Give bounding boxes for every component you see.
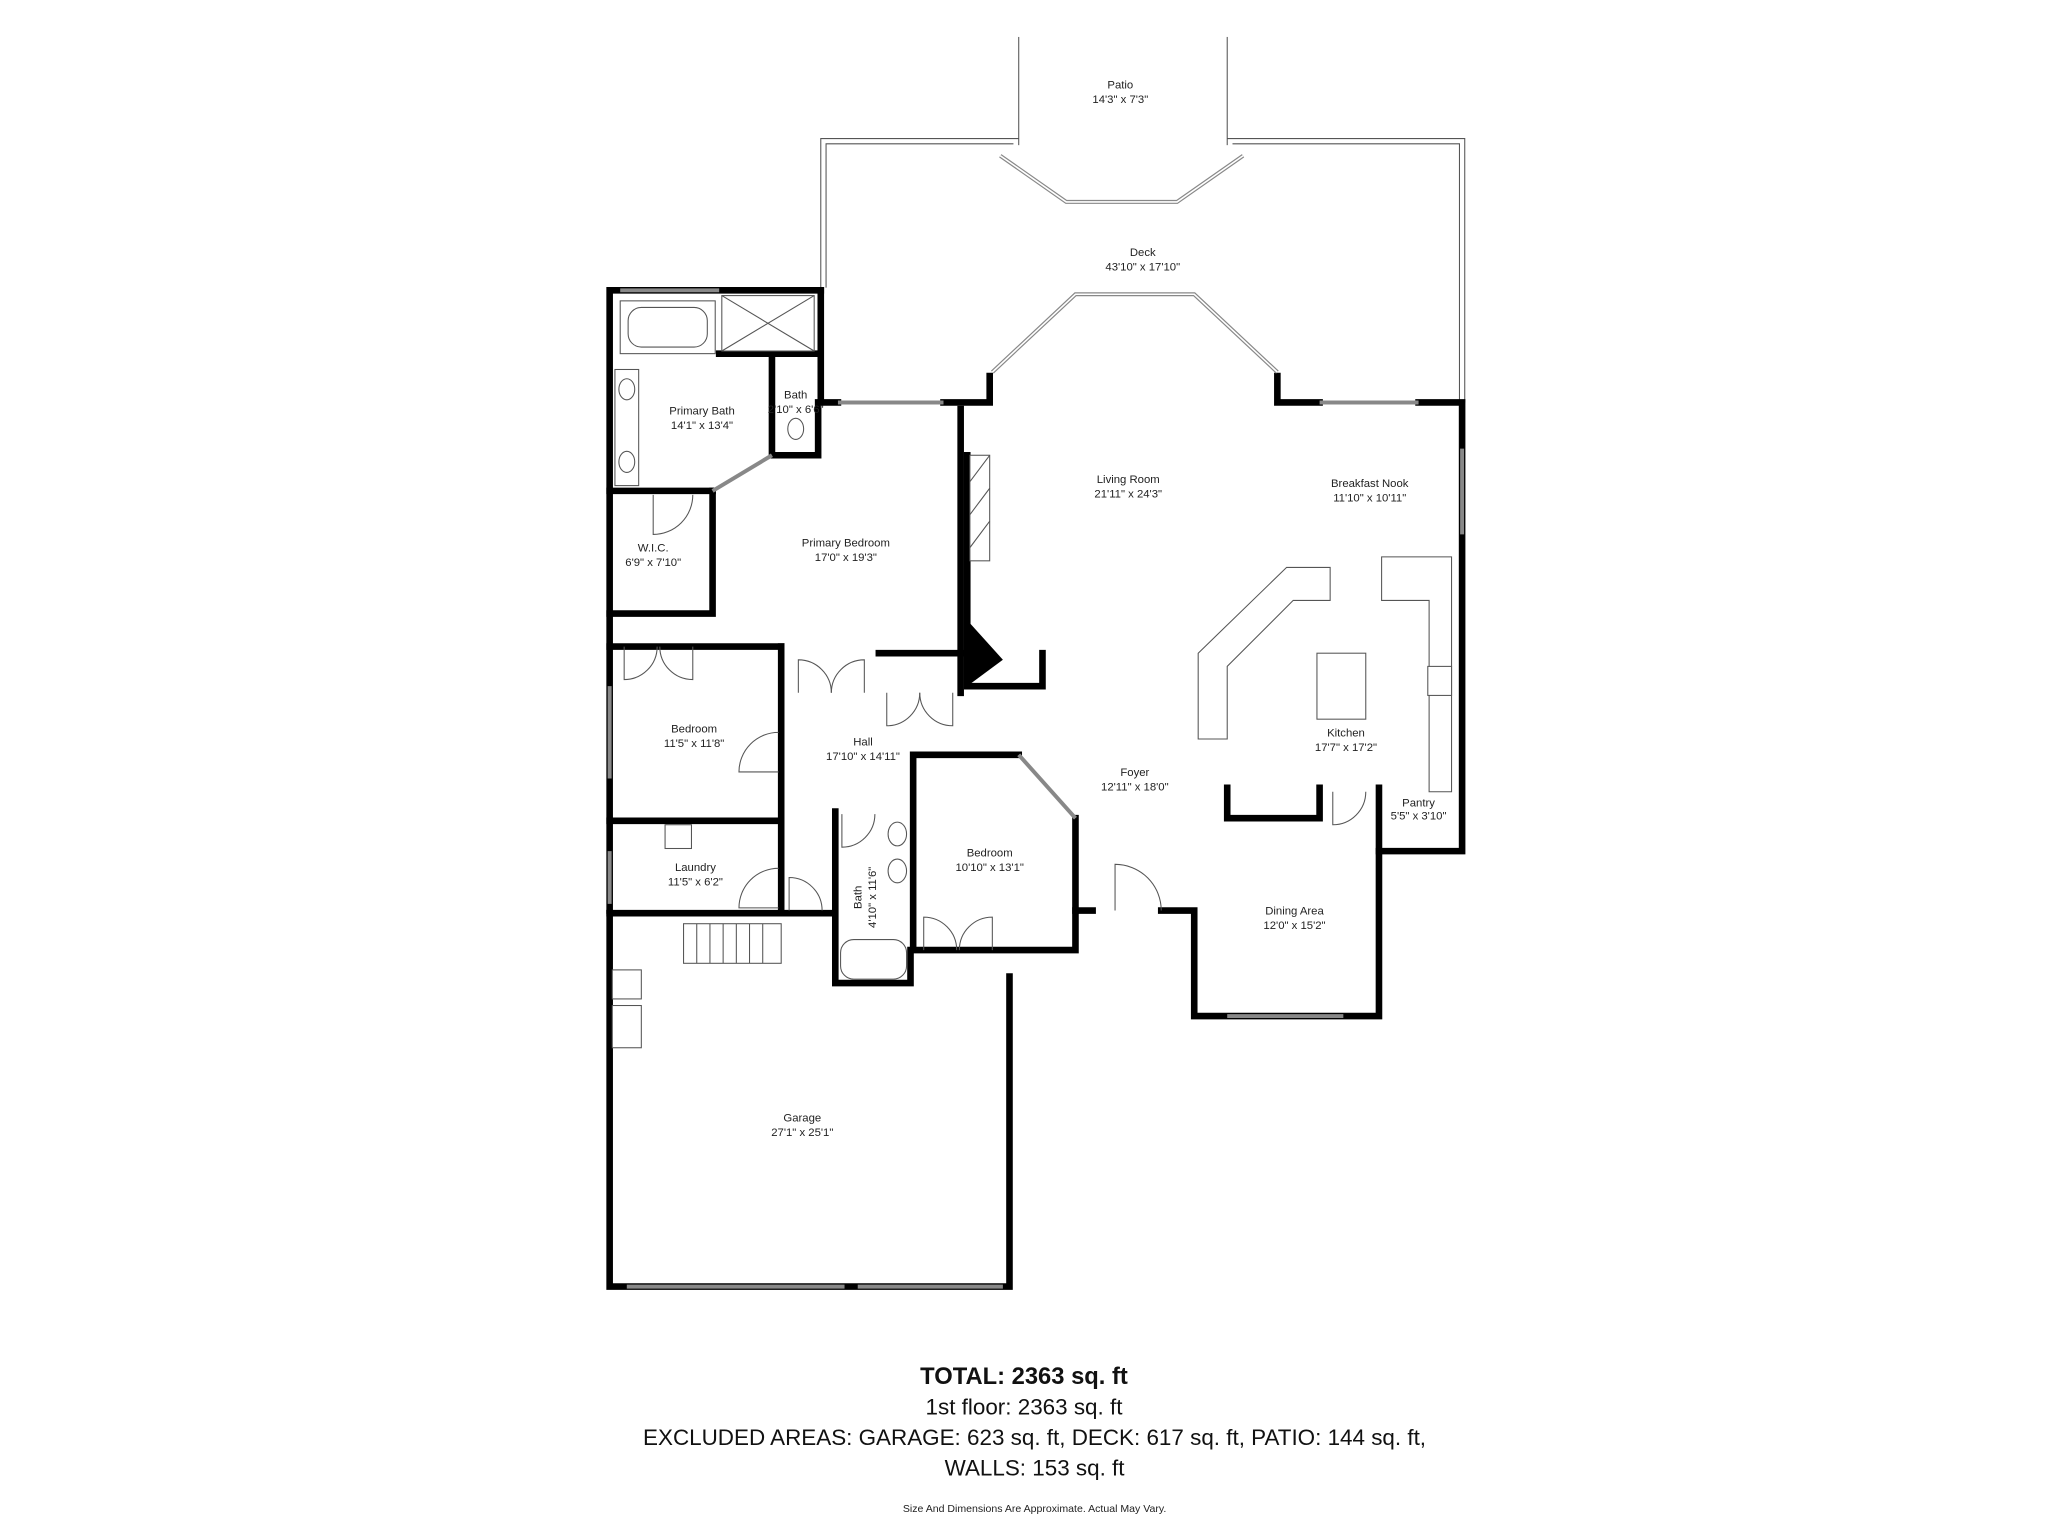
total-area: TOTAL: 2363 sq. ft — [920, 1363, 1128, 1390]
room-name: W.I.C. — [638, 543, 669, 555]
fireplace-hatch — [969, 454, 991, 562]
room-name: Primary Bath — [669, 405, 734, 417]
room-size: 12'11" x 18'0" — [1101, 781, 1169, 793]
room-name: Foyer — [1120, 767, 1149, 779]
room-bedroom-1: Bedroom 11'5" x 11'8" — [664, 723, 724, 750]
fixtures — [611, 295, 1453, 1049]
room-size: 17'7" x 17'2" — [1315, 742, 1377, 754]
kitchen-peninsula — [1197, 566, 1331, 740]
room-laundry: Laundry 11'5" x 6'2" — [668, 862, 723, 889]
room-primary-bath: Primary Bath 14'1" x 13'4" — [669, 405, 734, 432]
disclaimer: Size And Dimensions Are Approximate. Act… — [903, 1503, 1166, 1515]
room-size: 43'10" x 17'10" — [1105, 262, 1180, 274]
room-size: 2'10" x 6'6" — [768, 404, 824, 416]
doors — [623, 494, 1367, 951]
room-foyer: Foyer 12'11" x 18'0" — [1101, 767, 1169, 794]
room-name: Deck — [1130, 247, 1156, 259]
room-size: 6'9" x 7'10" — [625, 557, 681, 569]
room-name: Dining Area — [1265, 905, 1324, 917]
room-name: Laundry — [675, 862, 716, 874]
walls-area: WALLS: 153 sq. ft — [945, 1455, 1126, 1480]
walls — [606, 287, 1466, 1290]
stairs — [696, 923, 764, 964]
floor1-area: 1st floor: 2363 sq. ft — [926, 1395, 1124, 1420]
room-bath-small: Bath 2'10" x 6'6" — [768, 390, 824, 417]
room-size: 12'0" x 15'2" — [1263, 920, 1325, 932]
room-hall: Hall 17'10" x 14'11" — [826, 737, 900, 764]
room-name: Bath — [853, 886, 865, 909]
room-name: Living Room — [1097, 474, 1160, 486]
deck-outline — [820, 138, 1466, 403]
room-size: 17'10" x 14'11" — [826, 751, 900, 763]
room-size: 10'10" x 13'1" — [955, 862, 1023, 874]
windows — [607, 288, 1465, 1289]
room-name: Bedroom — [671, 723, 717, 735]
room-pantry: Pantry 5'5" x 3'10" — [1391, 797, 1447, 822]
room-size: 17'0" x 19'3" — [815, 552, 877, 564]
room-primary-bedroom: Primary Bedroom 17'0" x 19'3" — [802, 537, 890, 564]
patio-outline — [999, 36, 1245, 204]
room-size: 14'3" x 7'3" — [1092, 94, 1148, 106]
fireplace-hearth — [967, 620, 1003, 687]
room-wic: W.I.C. 6'9" x 7'10" — [625, 543, 681, 570]
kitchen-island — [1316, 652, 1367, 720]
room-size: 11'10" x 10'11" — [1333, 492, 1406, 504]
room-living-room: Living Room 21'11" x 24'3" — [1094, 474, 1162, 501]
room-deck: Deck 43'10" x 17'10" — [1105, 247, 1180, 274]
room-name: Kitchen — [1327, 727, 1365, 739]
room-size: 11'5" x 6'2" — [668, 876, 723, 888]
excluded-areas: EXCLUDED AREAS: GARAGE: 623 sq. ft, DECK… — [643, 1425, 1426, 1450]
room-name: Hall — [853, 737, 873, 749]
room-kitchen: Kitchen 17'7" x 17'2" — [1315, 727, 1377, 754]
room-breakfast-nook: Breakfast Nook 11'10" x 10'11" — [1331, 478, 1409, 505]
room-name: Breakfast Nook — [1331, 478, 1409, 490]
room-size: 4'10" x 11'6" — [867, 867, 879, 928]
room-patio: Patio 14'3" x 7'3" — [1092, 79, 1148, 106]
room-name: Patio — [1107, 79, 1133, 91]
room-bath-2: Bath 4'10" x 11'6" — [853, 867, 880, 928]
area-summary: TOTAL: 2363 sq. ft 1st floor: 2363 sq. f… — [643, 1363, 1426, 1515]
room-garage: Garage 27'1" x 25'1" — [771, 1113, 833, 1140]
room-name: Garage — [783, 1113, 821, 1125]
room-dining-area: Dining Area 12'0" x 15'2" — [1263, 905, 1325, 932]
room-name: Bath — [784, 390, 807, 402]
room-size: 11'5" x 11'8" — [664, 738, 724, 750]
room-bedroom-2: Bedroom 10'10" x 13'1" — [955, 847, 1023, 874]
room-name: Primary Bedroom — [802, 537, 890, 549]
kitchen-counter — [1381, 556, 1453, 793]
room-name: Pantry — [1402, 797, 1435, 809]
room-name: Bedroom — [967, 847, 1013, 859]
room-size: 5'5" x 3'10" — [1391, 810, 1447, 822]
room-size: 14'1" x 13'4" — [671, 420, 733, 432]
room-size: 27'1" x 25'1" — [771, 1127, 833, 1139]
room-size: 21'11" x 24'3" — [1094, 488, 1162, 500]
